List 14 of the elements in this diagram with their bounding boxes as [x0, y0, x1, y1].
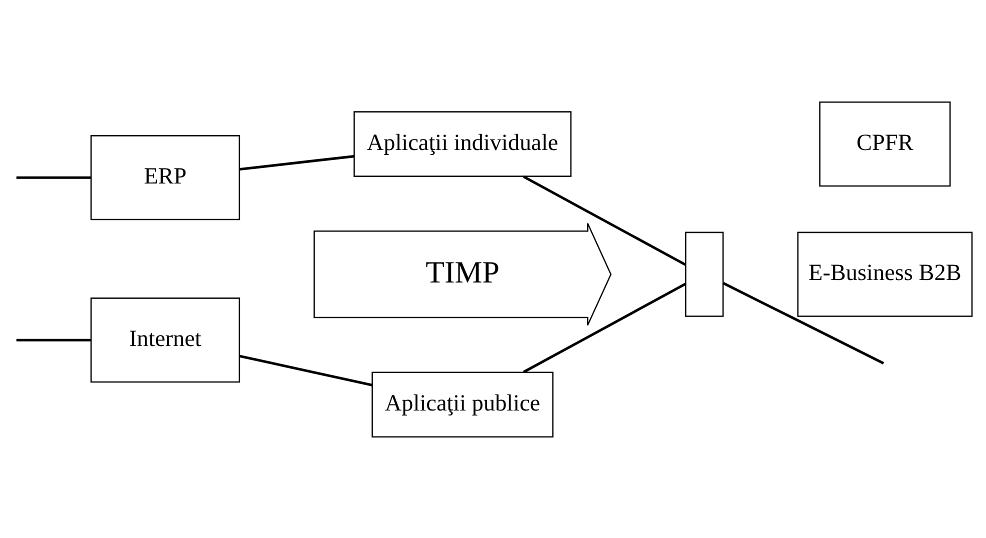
- connector: [239, 354, 372, 386]
- connector: [722, 282, 884, 364]
- connector: [239, 154, 354, 170]
- connector: [522, 174, 686, 266]
- node-box: Internet: [90, 297, 240, 382]
- connector: [16, 176, 91, 178]
- connector: [522, 282, 686, 373]
- node-box: ERP: [90, 134, 240, 220]
- node-box: E-Business B2B: [796, 231, 972, 316]
- connector: [16, 338, 91, 341]
- node-box: CPFR: [818, 101, 950, 186]
- node-box: Aplicaţii individuale: [353, 110, 572, 176]
- node-box: Aplicaţii publice: [371, 371, 553, 437]
- node-bar: [684, 231, 724, 316]
